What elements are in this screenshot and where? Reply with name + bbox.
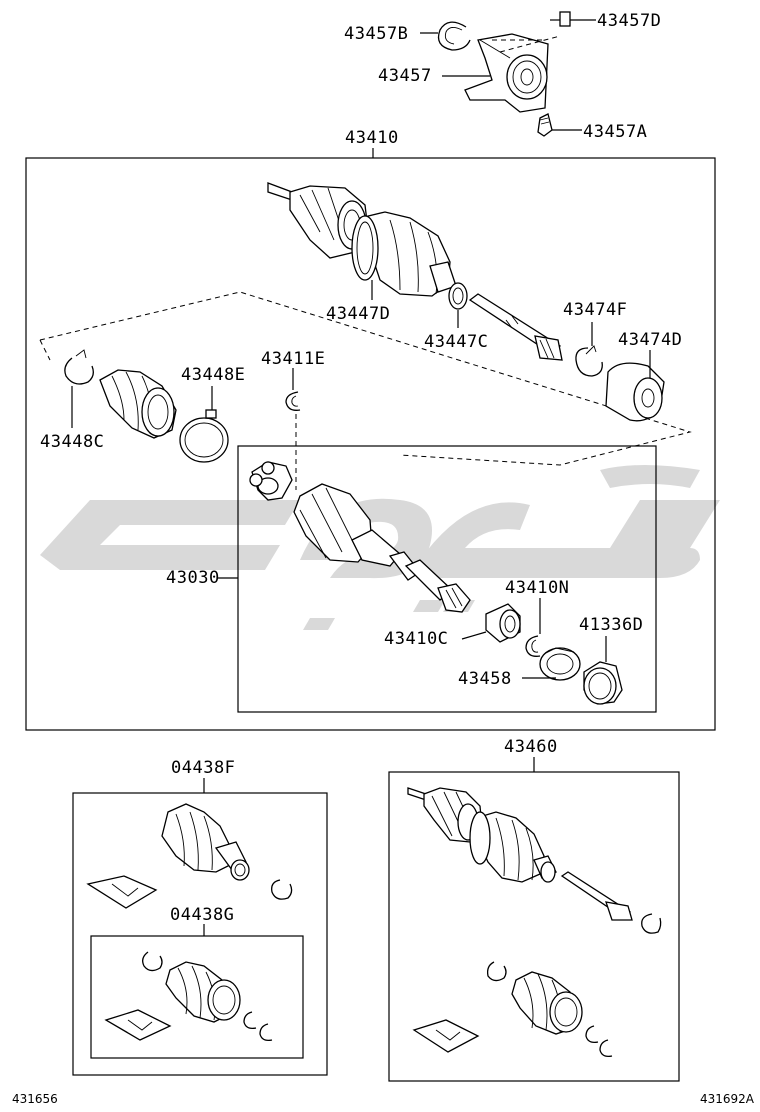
damper-43474D — [605, 362, 665, 422]
label-43457D: 43457D — [597, 11, 661, 31]
figure-code-left: 431656 — [12, 1092, 58, 1106]
snap-ring-43410N — [525, 635, 541, 657]
label-43448E: 43448E — [181, 365, 245, 385]
figure-code-right: 431692A — [700, 1092, 755, 1106]
clamp-43448E — [179, 409, 229, 463]
label-43474F: 43474F — [563, 300, 627, 320]
boot-inboard — [99, 369, 177, 439]
dust-cover-41336D — [583, 661, 623, 705]
assembly-box-43410 — [25, 157, 716, 731]
kit-box-04438F — [72, 792, 328, 1076]
label-43410: 43410 — [345, 128, 399, 148]
clamp-43474F — [575, 345, 603, 377]
label-43457A: 43457A — [583, 122, 647, 142]
snap-ring-43411E — [285, 391, 301, 411]
label-43460: 43460 — [504, 737, 558, 757]
label-43457B: 43457B — [344, 24, 408, 44]
bearing-43410C — [485, 603, 521, 643]
bolt-43457A — [537, 113, 582, 137]
clamp-43448C — [64, 349, 94, 385]
boot-kit-inboard — [104, 951, 273, 1042]
seal-43458 — [539, 647, 581, 681]
label-43447D: 43447D — [326, 304, 390, 324]
outboard-joint-assembly — [267, 182, 563, 361]
snap-ring-43457B — [437, 21, 471, 51]
label-43030: 43030 — [166, 568, 220, 588]
label-41336D: 41336D — [579, 615, 643, 635]
bearing-bracket-43457 — [464, 33, 561, 113]
label-43447C: 43447C — [424, 332, 488, 352]
kit-box-04438G — [90, 935, 304, 1059]
label-43410C: 43410C — [384, 629, 448, 649]
assembly-box-43460 — [388, 771, 680, 1082]
label-43458: 43458 — [458, 669, 512, 689]
boot-kit-outboard — [86, 803, 293, 909]
inboard-joint-housing — [293, 483, 471, 613]
tripod-joint — [249, 461, 293, 501]
label-43448C: 43448C — [40, 432, 104, 452]
bolt-43457D — [550, 11, 596, 27]
label-43457: 43457 — [378, 66, 432, 86]
label-04438G: 04438G — [170, 905, 234, 925]
label-43410N: 43410N — [505, 578, 569, 598]
shaft-assembly-43460 — [407, 787, 662, 1058]
label-43411E: 43411E — [261, 349, 325, 369]
assembly-box-43030 — [237, 445, 657, 713]
label-43474D: 43474D — [618, 330, 682, 350]
label-04438F: 04438F — [171, 758, 235, 778]
